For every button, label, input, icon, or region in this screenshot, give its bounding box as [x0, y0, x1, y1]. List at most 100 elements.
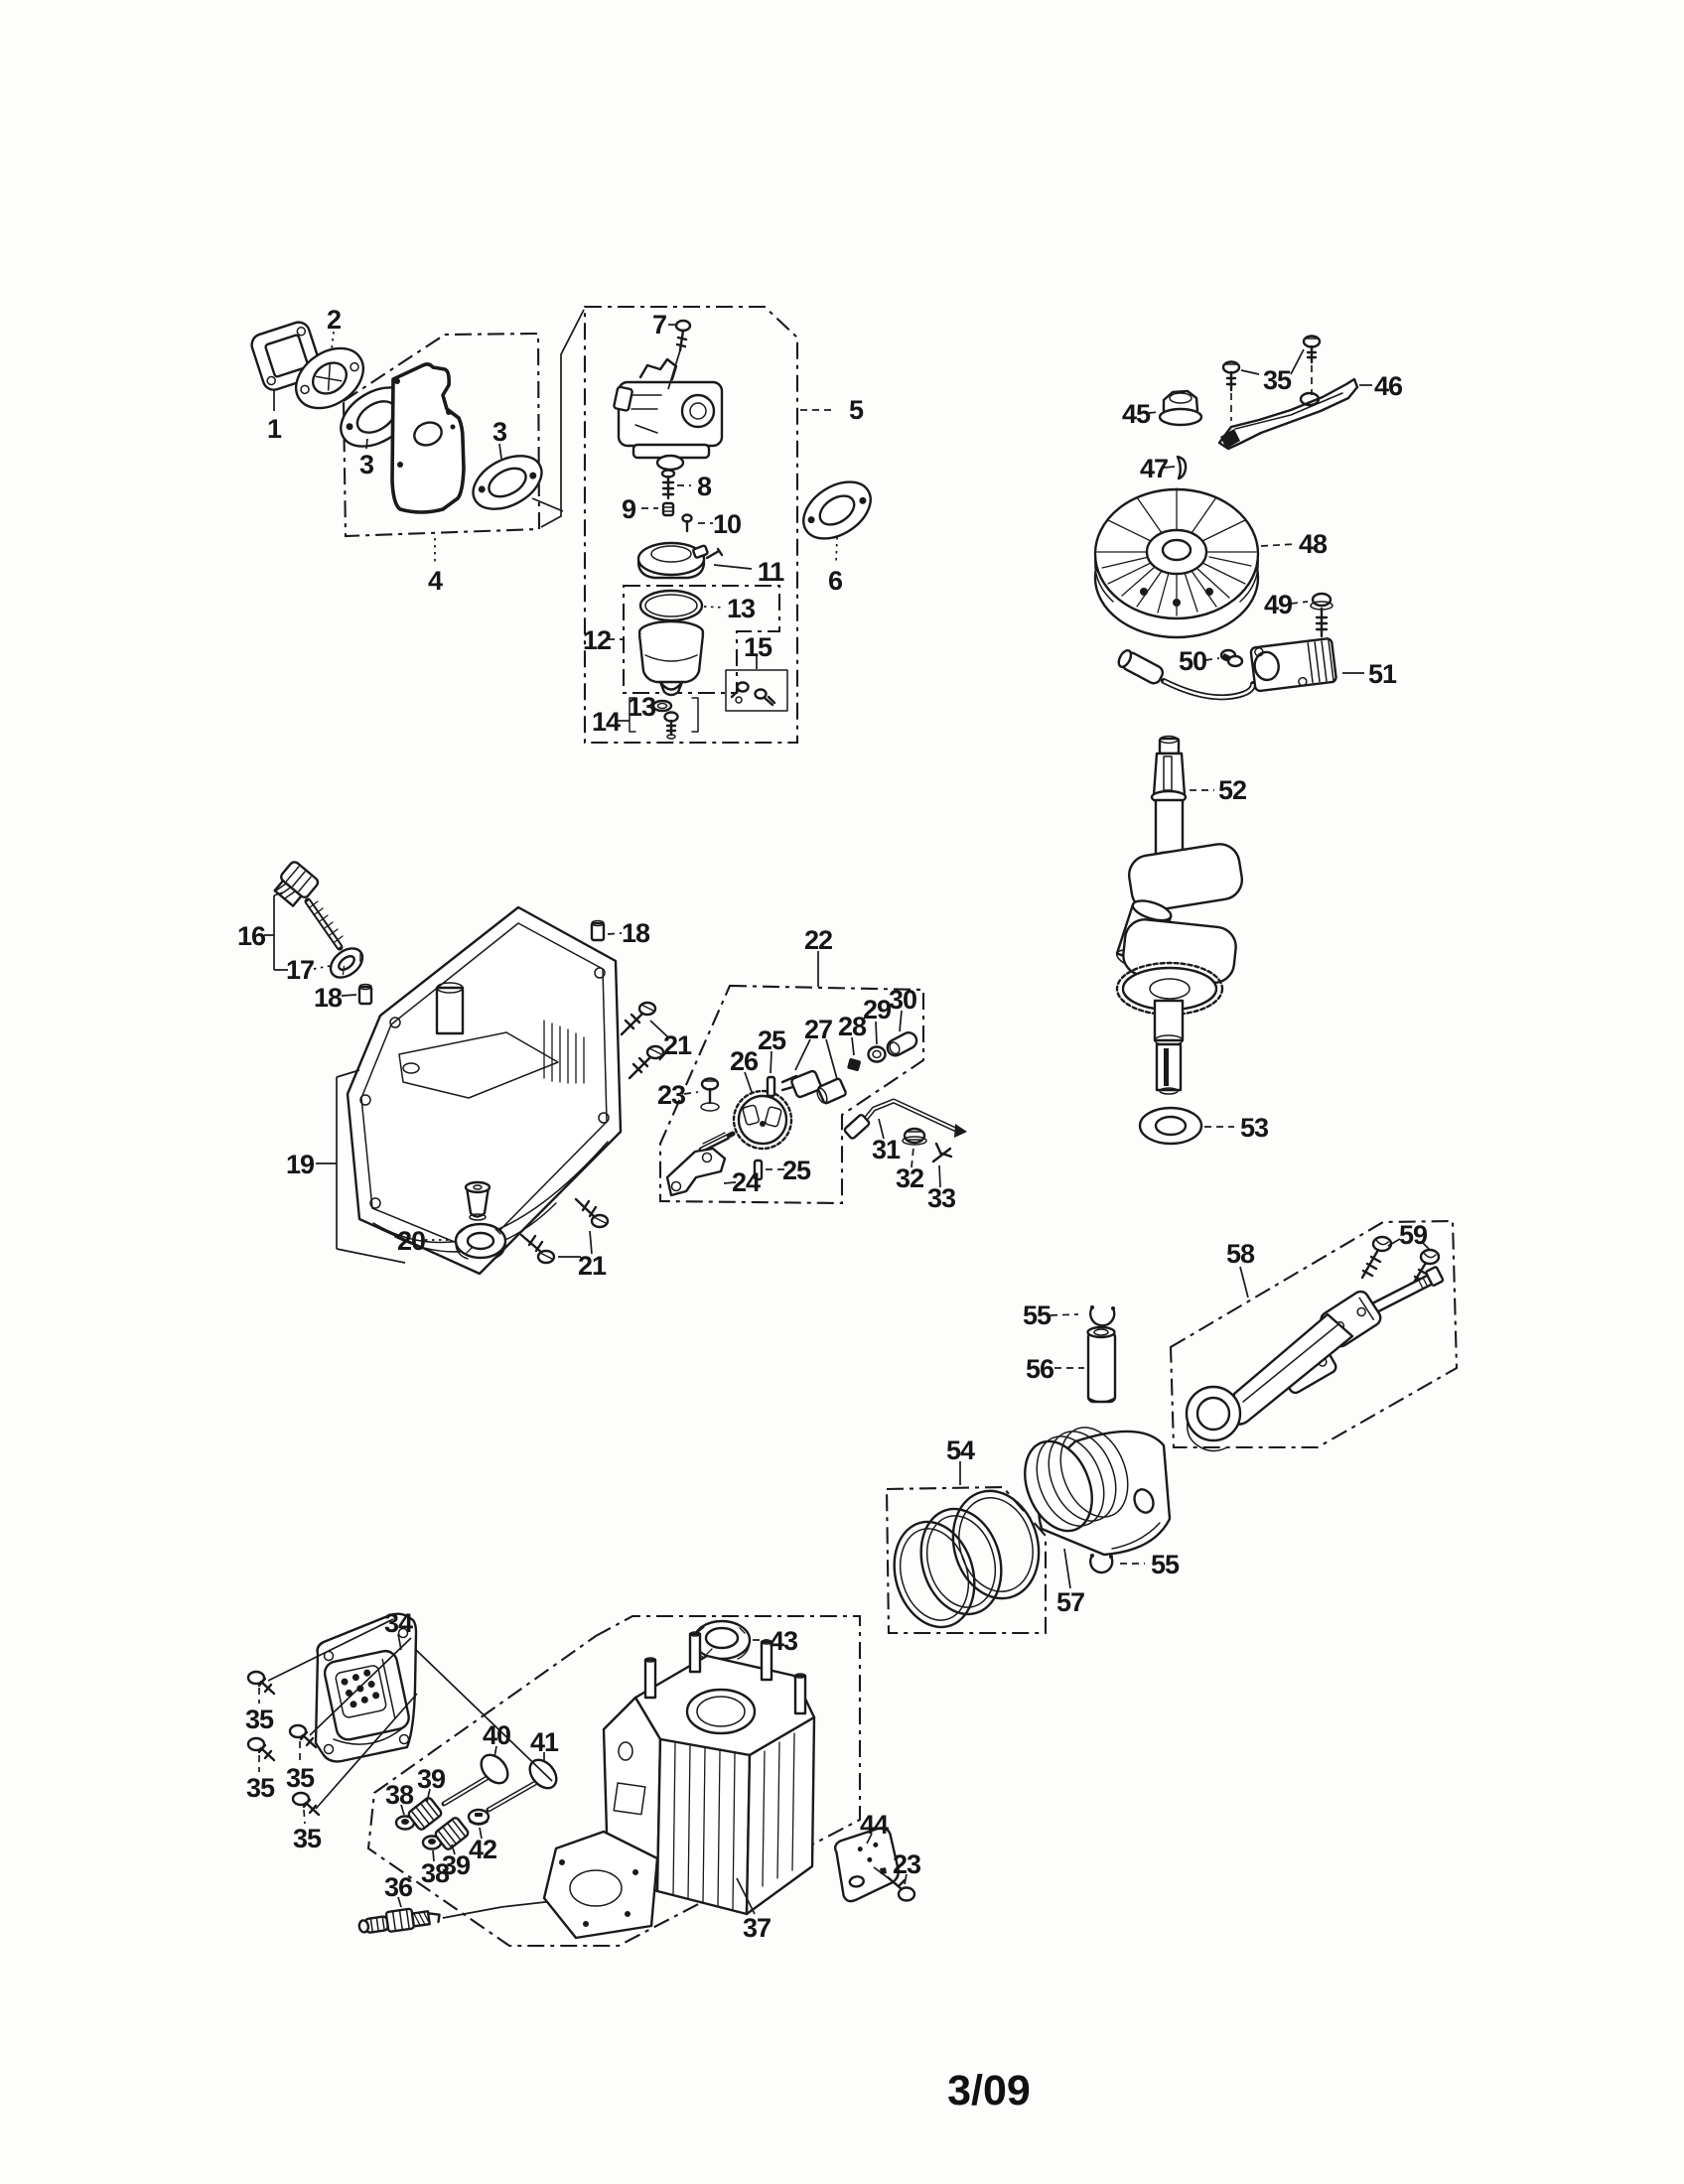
- gear-pin-25a: [766, 1075, 776, 1098]
- flywheel-48: [1093, 487, 1260, 639]
- callout-56: 56: [1026, 1354, 1054, 1384]
- cylinder-block-group: [542, 1619, 916, 1940]
- drain-screw-14: [615, 697, 699, 740]
- jet-washer-9: [661, 501, 675, 517]
- callout-8: 8: [697, 472, 712, 501]
- callout-20: 20: [397, 1226, 425, 1256]
- head-studs: [643, 1631, 807, 1715]
- callout-49: 49: [1264, 590, 1293, 619]
- callout-23: 23: [657, 1080, 686, 1110]
- cylinder-boundary-37: [366, 1614, 862, 1948]
- dowel-pin-18b: [590, 919, 606, 942]
- woodruff-key-47: [1176, 455, 1188, 480]
- governor-box-22: [658, 984, 925, 1205]
- callout-13: 13: [727, 594, 756, 623]
- callout-23: 23: [893, 1849, 921, 1879]
- callout-37: 37: [743, 1913, 771, 1943]
- callout-13: 13: [628, 692, 656, 722]
- callout-35: 35: [286, 1763, 315, 1793]
- muffler-34: [314, 1612, 418, 1763]
- callout-30: 30: [889, 985, 916, 1015]
- ignition-coil-51: [1117, 637, 1337, 701]
- callout-39: 39: [417, 1764, 446, 1794]
- spark-plug-36: [357, 1907, 441, 1934]
- bowl-screw-set-15: [725, 655, 788, 712]
- callout-27: 27: [804, 1015, 832, 1044]
- connecting-rod-58: [1185, 1266, 1445, 1452]
- bolt-35c: [246, 1736, 276, 1762]
- callout-38: 38: [421, 1858, 450, 1888]
- crankshaft-group: [1115, 735, 1243, 1146]
- group-boxes: [342, 305, 1459, 1948]
- callout-4: 4: [428, 566, 443, 596]
- oil-pan-19: [346, 905, 623, 1276]
- crank-seal-20: [454, 1222, 507, 1260]
- callout-16: 16: [237, 921, 266, 951]
- callout-50: 50: [1179, 646, 1206, 676]
- callout-21: 21: [578, 1251, 607, 1281]
- rod-clip-33: [931, 1142, 953, 1163]
- callout-3: 3: [359, 450, 374, 479]
- callout-25: 25: [758, 1025, 786, 1055]
- dowel-pin-18a: [357, 983, 373, 1006]
- callout-46: 46: [1374, 371, 1403, 401]
- callout-39: 39: [442, 1850, 471, 1880]
- conrod-group: [1050, 1235, 1445, 1452]
- pivot-bushing-30: [886, 1031, 918, 1057]
- callout-28: 28: [838, 1012, 867, 1041]
- ring-set-box-54: [885, 1485, 1048, 1635]
- dipstick-16: [273, 861, 344, 951]
- callout-44: 44: [860, 1810, 889, 1840]
- crankshaft-52: [1115, 735, 1243, 1095]
- callout-55: 55: [1023, 1300, 1052, 1330]
- carburetor-group: [608, 319, 872, 740]
- piston-clip-55b: [1089, 1554, 1114, 1574]
- callout-18: 18: [314, 983, 343, 1013]
- callout-58: 58: [1226, 1239, 1255, 1269]
- float-11: [636, 541, 724, 580]
- callout-9: 9: [622, 494, 636, 524]
- callout-24: 24: [732, 1167, 761, 1197]
- governor-slider-27: [780, 1069, 847, 1105]
- callout-21: 21: [663, 1030, 692, 1060]
- callout-7: 7: [652, 310, 666, 340]
- revision-date: 3/09: [947, 2067, 1031, 2115]
- float-valve-10: [681, 513, 693, 533]
- muffler-valve-group: [246, 1612, 634, 1934]
- callout-11: 11: [758, 557, 785, 587]
- callout-14: 14: [592, 707, 621, 737]
- conrod-box-58: [1169, 1219, 1459, 1449]
- intake-gasket-group: [250, 321, 543, 564]
- callout-53: 53: [1240, 1113, 1269, 1143]
- carb-screw-7: [667, 319, 692, 390]
- bowl-gasket-13: [638, 589, 704, 622]
- wire-clip-50: [1219, 648, 1244, 668]
- main-jet-8: [660, 469, 676, 500]
- breather-plate-gasket-44: [833, 1827, 900, 1903]
- callout-59: 59: [1399, 1220, 1428, 1250]
- callout-42: 42: [469, 1835, 496, 1864]
- breather-gasket-4: [390, 362, 466, 514]
- oil-pan-group: [264, 861, 669, 1276]
- callout-17: 17: [286, 955, 314, 985]
- callout-55: 55: [1151, 1550, 1180, 1579]
- callout-47: 47: [1140, 454, 1168, 483]
- callout-48: 48: [1299, 529, 1328, 559]
- callout-32: 32: [896, 1163, 923, 1193]
- muffler-bolts-35: [246, 1618, 418, 1825]
- callout-35: 35: [293, 1824, 322, 1853]
- valve-caps-38: [394, 1815, 443, 1850]
- callout-10: 10: [713, 509, 741, 539]
- callout-33: 33: [927, 1183, 956, 1213]
- bolt-35b: [288, 1723, 318, 1749]
- washer-29: [867, 1045, 887, 1063]
- callout-35: 35: [1263, 365, 1292, 395]
- callout-35: 35: [245, 1705, 274, 1734]
- plate-bolt-23b: [873, 1866, 916, 1902]
- gasket-kit-box-4: [342, 332, 541, 538]
- carburetor-body-5: [613, 357, 724, 472]
- cylinder-barrel-37: [542, 1631, 816, 1940]
- governor-group: [665, 951, 967, 1197]
